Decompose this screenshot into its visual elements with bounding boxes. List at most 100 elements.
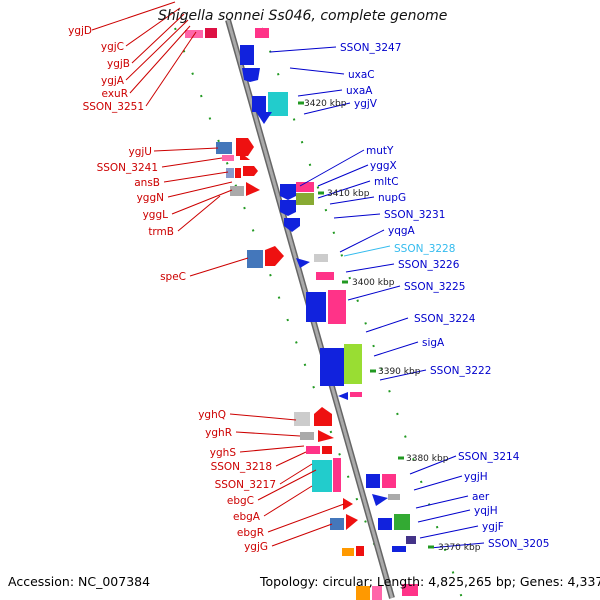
gene-aer-2[interactable] — [372, 494, 388, 506]
gene-ygjG-a[interactable] — [330, 518, 344, 530]
label-SSON_3247[interactable]: SSON_3247 — [340, 42, 401, 54]
label-ebgR[interactable]: ebgR — [237, 527, 264, 539]
label-ygjU[interactable]: ygjU — [129, 146, 152, 158]
label-uxaC[interactable]: uxaC — [348, 69, 375, 81]
gene-yghQ-a[interactable] — [294, 412, 310, 426]
gene-SSON_3205[interactable] — [392, 546, 406, 552]
gene-SSON_3218[interactable] — [306, 446, 320, 454]
label-sigA[interactable]: sigA — [422, 337, 445, 349]
label-SSON_3214[interactable]: SSON_3214 — [458, 451, 520, 463]
gene-aer[interactable] — [388, 494, 400, 500]
label-mutY[interactable]: mutY — [366, 145, 394, 157]
gene-SSON_3214[interactable] — [366, 474, 380, 488]
label-yqgA[interactable]: yqgA — [388, 225, 416, 237]
label-yggX[interactable]: yggX — [370, 160, 397, 172]
label-SSON_3205[interactable]: SSON_3205 — [488, 538, 549, 550]
label-ebgC[interactable]: ebgC — [227, 495, 254, 507]
label-ygjV[interactable]: ygjV — [354, 98, 378, 110]
gene-SSON_3226[interactable] — [316, 272, 334, 280]
label-yggL[interactable]: yggL — [143, 209, 169, 221]
gene-ygjF[interactable] — [394, 514, 410, 530]
label-speC[interactable]: speC — [160, 271, 186, 283]
label-SSON_3226[interactable]: SSON_3226 — [398, 259, 460, 271]
gene-uxaA[interactable] — [252, 96, 266, 112]
gene-ebgA[interactable] — [333, 458, 341, 492]
gene-SSON_3224[interactable] — [328, 290, 346, 324]
gene-speC-a[interactable] — [247, 250, 263, 268]
gene-SSON_3241[interactable] — [222, 155, 234, 161]
gene-yghS[interactable] — [318, 430, 334, 442]
label-ansB[interactable]: ansB — [134, 177, 160, 189]
label-SSON_3231[interactable]: SSON_3231 — [384, 209, 445, 221]
gene-ygjU[interactable] — [216, 142, 232, 154]
label-SSON_3224[interactable]: SSON_3224 — [414, 313, 476, 325]
gene-speC-b[interactable] — [265, 246, 284, 266]
gene-SSON_3205-a[interactable] — [406, 536, 416, 544]
label-yqjH[interactable]: yqjH — [474, 505, 498, 517]
label-uxaA[interactable]: uxaA — [346, 85, 373, 97]
gene-ygjD[interactable] — [185, 30, 203, 38]
gene-bottom-a[interactable] — [356, 586, 370, 600]
gene-ygjU-2[interactable] — [236, 138, 254, 156]
gene-yghR[interactable] — [300, 432, 314, 440]
gene-SSON_3217[interactable] — [322, 446, 332, 454]
gene-nupG[interactable] — [280, 200, 296, 216]
gene-yghQ-b[interactable] — [314, 407, 332, 426]
gene-yggL[interactable] — [230, 186, 244, 196]
gene-yggN-b[interactable] — [235, 168, 241, 178]
gene-ygjG-b[interactable] — [346, 514, 358, 530]
gene-yggN-c[interactable] — [243, 166, 258, 176]
label-ygjD[interactable]: ygjD — [68, 25, 92, 37]
gene-ygjC[interactable] — [205, 28, 217, 38]
label-yghQ[interactable]: yghQ — [198, 409, 226, 421]
label-SSON_3217[interactable]: SSON_3217 — [215, 479, 276, 491]
gene-uxaC[interactable] — [242, 68, 260, 82]
gene-SSON_3225[interactable] — [306, 292, 326, 322]
gene-yggN-a[interactable] — [226, 168, 234, 178]
label-yghR[interactable]: yghR — [205, 427, 232, 439]
label-SSON_3241[interactable]: SSON_3241 — [97, 162, 158, 174]
gene-ygjH[interactable] — [382, 474, 396, 488]
label-aer[interactable]: aer — [472, 491, 490, 503]
gene-yqgA[interactable] — [296, 258, 310, 268]
gene-mutY[interactable] — [280, 184, 296, 200]
label-ygjG[interactable]: ygjG — [244, 541, 268, 553]
label-mltC[interactable]: mltC — [374, 176, 399, 188]
gene-mltC[interactable] — [296, 193, 314, 205]
gene-3222-pink[interactable] — [350, 392, 362, 397]
gene-trmB[interactable] — [246, 182, 260, 196]
gene-ansB[interactable] — [240, 152, 250, 160]
label-exuR[interactable]: exuR — [102, 88, 128, 100]
gene-SSON_3247-a[interactable] — [255, 28, 269, 38]
label-yggN[interactable]: yggN — [137, 192, 164, 204]
label-ygjH[interactable]: ygjH — [464, 471, 488, 483]
gene-SSON_3231[interactable] — [284, 218, 300, 232]
label-ygjB[interactable]: ygjB — [107, 58, 130, 70]
label-ygjC[interactable]: ygjC — [101, 41, 124, 53]
gene-ebgR[interactable] — [343, 498, 353, 510]
gene-ygjG-d[interactable] — [356, 546, 364, 556]
gene-SSON_3247[interactable] — [240, 45, 254, 65]
label-SSON_3222[interactable]: SSON_3222 — [430, 365, 491, 377]
gene-yqjH[interactable] — [378, 518, 392, 530]
label-SSON_3225[interactable]: SSON_3225 — [404, 281, 465, 293]
label-ygjA[interactable]: ygjA — [101, 75, 125, 87]
gene-ygjV[interactable] — [268, 92, 288, 116]
gene-yggX[interactable] — [296, 182, 314, 192]
gene-ebgC[interactable] — [312, 460, 332, 492]
gene-ygjV-2[interactable] — [256, 112, 272, 124]
label-nupG[interactable]: nupG — [378, 192, 406, 204]
label-yghS[interactable]: yghS — [210, 447, 237, 459]
label-SSON_3251[interactable]: SSON_3251 — [83, 101, 144, 113]
label-SSON_3218[interactable]: SSON_3218 — [211, 461, 272, 473]
gene-ygjG-c[interactable] — [342, 548, 354, 556]
label-ebgA[interactable]: ebgA — [233, 511, 261, 523]
gene-bottom-c[interactable] — [402, 584, 418, 596]
label-ygjF[interactable]: ygjF — [482, 521, 504, 533]
gene-SSON_3222[interactable] — [344, 344, 362, 384]
label-SSON_3228[interactable]: SSON_3228 — [394, 243, 455, 255]
label-trmB[interactable]: trmB — [148, 226, 174, 238]
gene-SSON_3228[interactable] — [314, 254, 328, 262]
gene-bottom-b[interactable] — [372, 586, 382, 600]
gene-sigA[interactable] — [320, 348, 344, 386]
